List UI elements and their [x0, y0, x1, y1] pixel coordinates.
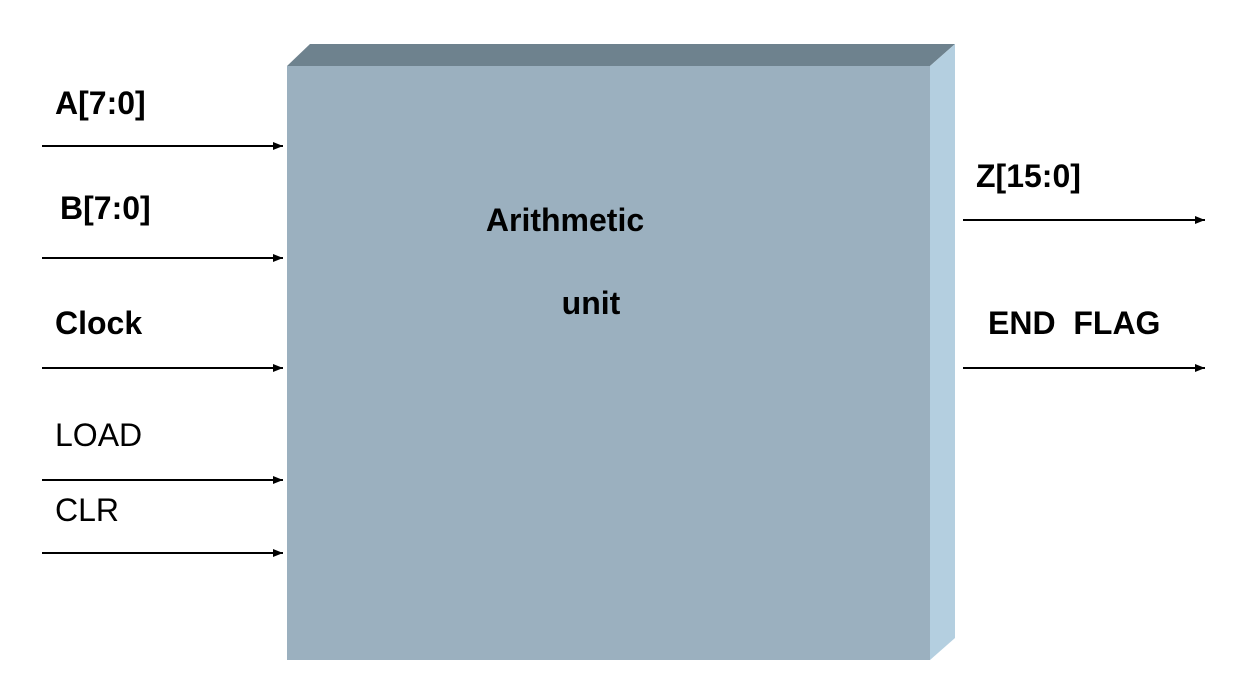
input-label-a: A[7:0]: [55, 85, 146, 121]
block-front-face: [287, 66, 930, 660]
output-label-z: Z[15:0]: [976, 158, 1081, 194]
block-top-face: [287, 44, 955, 66]
input-label-clr: CLR: [55, 492, 119, 528]
block-title-line1: Arithmetic: [486, 202, 644, 238]
input-label-load: LOAD: [55, 417, 142, 453]
input-label-b: B[7:0]: [60, 190, 151, 226]
output-label-end-flag: END FLAG: [988, 305, 1160, 341]
block-side-face: [930, 44, 955, 660]
block-title-line2: unit: [562, 285, 621, 321]
input-label-clock: Clock: [55, 305, 142, 341]
